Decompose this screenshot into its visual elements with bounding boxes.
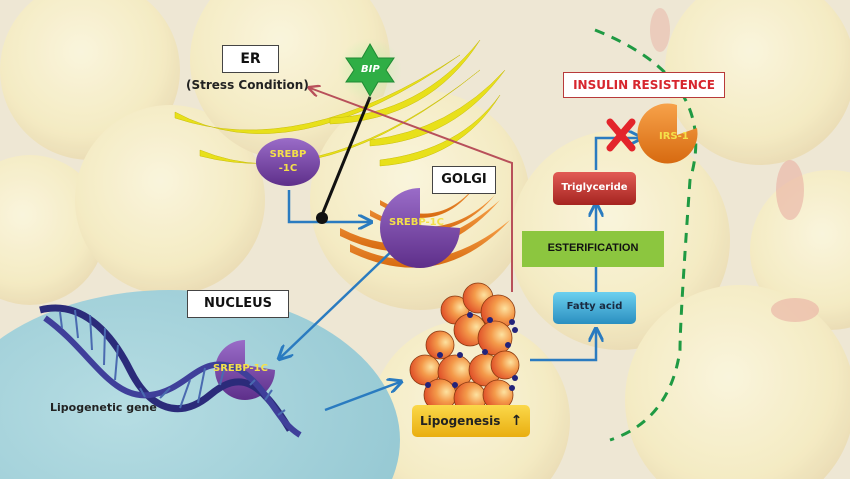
srebp-er-shape xyxy=(256,138,320,186)
fatty-acid-label: Fatty acid xyxy=(566,301,623,312)
red-blood-cell xyxy=(776,160,804,220)
er-condition-label: (Stress Condition) xyxy=(186,78,309,92)
esterification-label: ESTERIFICATION xyxy=(547,242,639,254)
bip-inhibition-line xyxy=(320,96,372,216)
irs1-shape xyxy=(637,103,698,164)
adipocyte-cell xyxy=(75,105,265,295)
red-blood-cell xyxy=(650,8,670,52)
lipogenesis-pill-bg xyxy=(412,405,530,437)
fat-droplet-cluster-icon xyxy=(409,282,520,416)
bip-star-icon xyxy=(338,38,402,102)
nucleus-label-box: NUCLEUS xyxy=(187,290,289,318)
er-label: ER xyxy=(240,51,261,67)
golgi-label-box: GOLGI xyxy=(432,166,496,194)
irs1-label: IRS-1 xyxy=(659,131,689,142)
lipogenesis-text: Lipogenesis xyxy=(420,414,501,428)
srebp-er-label: SREBP -1C xyxy=(266,148,310,176)
arrow-golgi-to-nucleus xyxy=(280,247,396,358)
srebp-golgi-shape xyxy=(380,188,460,268)
insulin-resistance-label: INSULIN RESISTENCE xyxy=(573,78,715,92)
golgi-label: GOLGI xyxy=(441,172,487,187)
triglyceride-pill-bg xyxy=(553,172,636,205)
dashed-feedback-path xyxy=(594,28,698,442)
srebp-er-label-line1: SREBP xyxy=(269,149,307,160)
bip-label: BIP xyxy=(361,64,380,75)
triglyceride-label: Triglyceride xyxy=(561,182,628,193)
adipocyte-cell xyxy=(665,0,850,165)
er-label-box: ER xyxy=(222,45,279,73)
dna-helix-icon xyxy=(39,304,302,438)
adipocyte-cell xyxy=(750,170,850,330)
lipogenesis-label: Lipogenesis ↑ xyxy=(420,413,522,429)
arrow-er-to-golgi xyxy=(287,190,370,222)
lipogenetic-gene-label: Lipogenetic gene xyxy=(50,401,157,414)
srebp-er-label-line2: -1C xyxy=(278,163,298,174)
inhibition-node-icon xyxy=(316,212,328,224)
adipocyte-cell xyxy=(625,285,850,479)
arrow-lipogenesis-to-er-stress xyxy=(310,88,513,292)
arrow-lipogenesis-to-fatty-acid xyxy=(530,330,596,362)
srebp-golgi-label: SREBP-1C xyxy=(389,217,444,228)
red-blood-cell xyxy=(771,298,819,322)
arrow-gene-to-lipogenesis xyxy=(324,382,400,412)
fatty-acid-pill-bg xyxy=(553,292,636,324)
golgi-membranes xyxy=(340,180,510,268)
esterification-box-bg xyxy=(522,231,664,267)
nucleus-label: NUCLEUS xyxy=(203,296,273,311)
blocked-x-icon xyxy=(606,118,636,152)
up-arrow-icon: ↑ xyxy=(510,413,523,429)
insulin-resistance-label-box: INSULIN RESISTENCE xyxy=(563,72,725,98)
srebp-nucleus-label: SREBP-1C xyxy=(213,363,268,374)
